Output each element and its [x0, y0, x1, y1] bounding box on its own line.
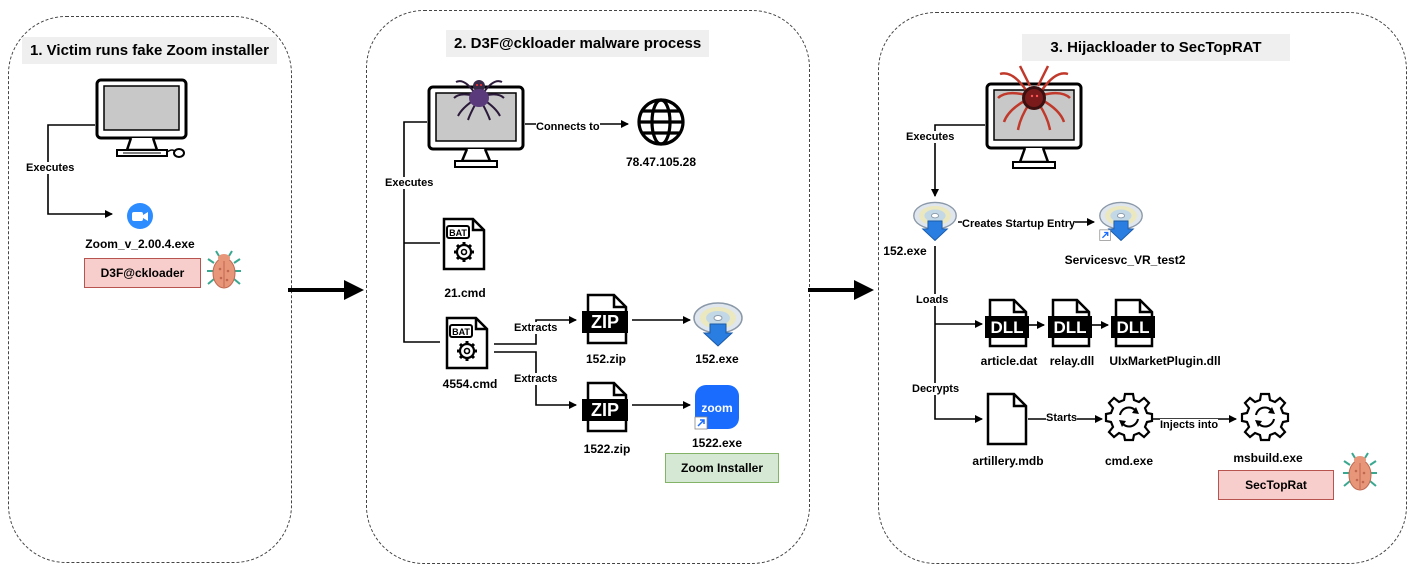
startup-service-name: Servicesvc_VR_test2 [1064, 253, 1186, 267]
zoom-icon: zoom [694, 385, 739, 430]
computer-icon [95, 78, 188, 158]
ip-address: 78.47.105.28 [625, 155, 697, 169]
panel-d3fckloader [366, 10, 810, 564]
cmd-file-4554: 4554.cmd [442, 377, 498, 391]
gear-process-icon [1240, 392, 1290, 442]
exe-file-1522: 1522.exe [691, 436, 743, 450]
dll-file-icon: DLL [1111, 298, 1155, 348]
dll-file-relay: relay.dll [1049, 354, 1095, 368]
bat-text: BAT [452, 327, 470, 337]
zip-text: ZIP [591, 312, 619, 332]
panel-title-3: 3. Hijackloader to SecTopRAT [1022, 34, 1290, 61]
gear-process-icon [1104, 392, 1154, 442]
panel-hijackloader [878, 12, 1407, 564]
bug-icon [1343, 452, 1377, 491]
exe-file-152: 152.exe [695, 352, 739, 366]
zip-file-1522: 1522.zip [583, 442, 631, 456]
zoom-installer-tag: Zoom Installer [665, 453, 779, 483]
edge-label-injects-into: Injects into [1160, 419, 1219, 431]
edge-label-executes-2: Executes [385, 177, 434, 189]
edge-label-connects-to: Connects to [536, 121, 600, 133]
panel-title-2: 2. D3F@ckloader malware process [446, 30, 710, 57]
spider-icon [453, 80, 505, 121]
edge-label-decrypts: Decrypts [912, 383, 960, 395]
globe-icon [637, 98, 685, 146]
process-cmd-exe: cmd.exe [1104, 454, 1154, 468]
cd-installer-icon [693, 302, 743, 347]
zip-file-icon: ZIP [582, 293, 628, 345]
spider-icon [997, 65, 1071, 131]
d3fckloader-tag: D3F@ckloader [84, 258, 201, 288]
dll-file-uixmarketplugin: UIxMarketPlugin.dll [1109, 354, 1221, 368]
bat-file-icon: BAT [445, 316, 489, 370]
bug-icon [207, 250, 241, 289]
zip-text: ZIP [591, 400, 619, 420]
mdb-file-artillery: artillery.mdb [972, 454, 1044, 468]
edge-label-extracts-2: Extracts [514, 373, 558, 385]
dll-text: DLL [1116, 318, 1149, 337]
bat-text: BAT [449, 228, 467, 238]
dll-file-icon: DLL [1048, 298, 1092, 348]
edge-label-loads: Loads [916, 294, 949, 306]
cd-installer-icon [913, 201, 957, 242]
dll-text: DLL [1053, 318, 1086, 337]
process-msbuild-exe: msbuild.exe [1233, 451, 1303, 465]
edge-label-startup-entry: Creates Startup Entry [962, 218, 1076, 230]
zoom-installer-filename: Zoom_v_2.00.4.exe [85, 237, 195, 251]
zoom-icon [127, 203, 153, 229]
dll-file-icon: DLL [985, 298, 1029, 348]
dll-file-article: article.dat [980, 354, 1038, 368]
edge-label-starts: Starts [1046, 412, 1078, 424]
document-icon [986, 392, 1028, 446]
bat-file-icon: BAT [442, 217, 486, 271]
cmd-file-21: 21.cmd [444, 286, 486, 300]
edge-label-executes-1: Executes [26, 162, 75, 174]
edge-label-executes-3: Executes [906, 131, 955, 143]
computer-icon [985, 82, 1083, 169]
dll-text: DLL [990, 318, 1023, 337]
sectoprat-tag: SecTopRat [1218, 470, 1334, 500]
zoom-logo-text: zoom [701, 401, 732, 415]
zip-file-152: 152.zip [585, 352, 627, 366]
exe-file-152-hijack: 152.exe [883, 244, 927, 258]
computer-icon [427, 85, 525, 168]
panel-title-1: 1. Victim runs fake Zoom installer [22, 37, 277, 64]
edge-label-extracts-1: Extracts [514, 322, 558, 334]
zip-file-icon: ZIP [582, 381, 628, 433]
cd-installer-icon [1099, 201, 1143, 242]
